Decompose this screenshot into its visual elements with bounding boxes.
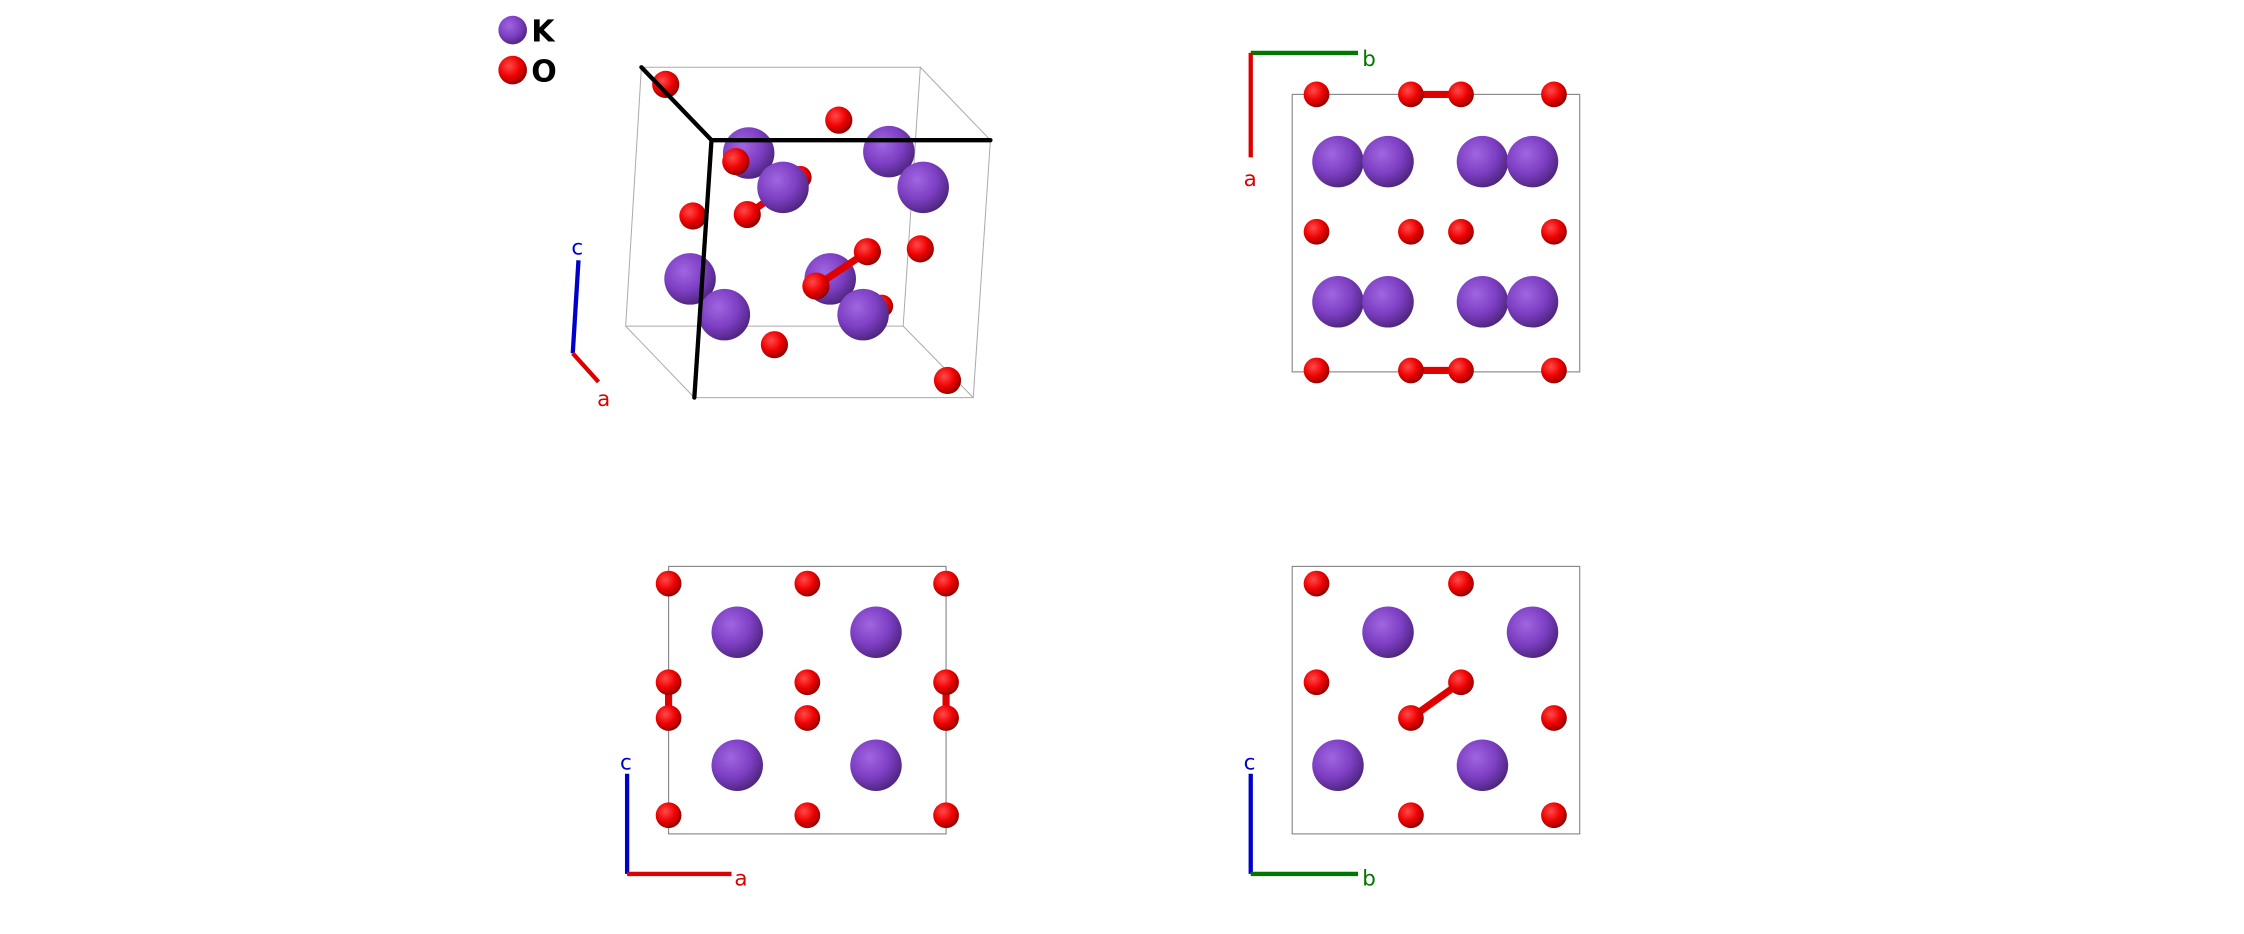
oxygen-atom xyxy=(733,200,761,229)
oxygen-atom xyxy=(1398,218,1424,245)
oxygen-atom xyxy=(802,272,830,300)
oxygen-atom xyxy=(933,705,959,731)
oxygen-atom xyxy=(679,202,707,230)
potassium-atom xyxy=(1362,135,1414,188)
oxygen-atom xyxy=(1398,81,1424,108)
potassium-atom xyxy=(897,161,949,214)
oxygen-atom xyxy=(1541,802,1567,829)
unit-cell-back-face xyxy=(625,66,921,327)
oxygen-atom xyxy=(1398,705,1424,731)
oxygen-atom xyxy=(1541,218,1567,245)
unit-cell-edge xyxy=(919,66,991,141)
axis-a-label: a xyxy=(1244,167,1257,192)
axis-a-label: a xyxy=(597,387,610,412)
potassium-atom xyxy=(1456,135,1509,188)
oxygen-atom xyxy=(794,705,821,731)
panel-view-along-a: c b xyxy=(1244,565,1581,891)
oxygen-atom xyxy=(933,669,959,696)
potassium-atom xyxy=(698,288,751,341)
oxygen-atom xyxy=(794,669,821,696)
oxygen-atom xyxy=(1448,357,1474,384)
oxygen-atom xyxy=(655,570,682,597)
oxygen-atom xyxy=(794,802,821,829)
legend-o-swatch xyxy=(498,55,527,85)
potassium-atom xyxy=(1456,276,1509,328)
potassium-atom xyxy=(1506,135,1559,188)
oxygen-atom xyxy=(655,802,682,829)
potassium-atom xyxy=(1312,739,1364,791)
oxygen-atom xyxy=(1303,669,1330,696)
oxygen-atom xyxy=(655,669,682,696)
axis-b-label: b xyxy=(1362,47,1376,72)
axis-c-label: c xyxy=(1244,751,1256,776)
potassium-atom xyxy=(1362,276,1414,328)
oxygen-atom xyxy=(655,705,682,731)
oxygen-atom xyxy=(933,802,959,829)
legend-o-label: O xyxy=(531,55,557,90)
oxygen-atom xyxy=(652,70,680,98)
unit-cell-edge xyxy=(902,325,974,398)
oxygen-atom xyxy=(760,331,789,359)
potassium-atom xyxy=(711,606,763,658)
oxygen-atom xyxy=(1541,81,1567,108)
unit-cell-outline xyxy=(1291,565,1581,835)
axis-c-label: c xyxy=(571,236,583,261)
cell-axis-line xyxy=(639,65,714,143)
potassium-atom xyxy=(850,606,902,658)
potassium-atom xyxy=(1312,135,1364,188)
potassium-atom xyxy=(1456,739,1509,791)
panel-view-along-c: b a xyxy=(1244,47,1581,384)
potassium-atom xyxy=(850,739,902,791)
oxygen-atom xyxy=(1398,357,1424,384)
legend-k-swatch xyxy=(498,15,527,45)
oxygen-atom xyxy=(722,148,750,176)
legend: K O xyxy=(498,14,557,90)
panel-view-along-b: c a xyxy=(620,565,959,891)
oxygen-atom xyxy=(1448,218,1474,245)
oxygen-atom xyxy=(933,570,959,597)
axis-c-label: c xyxy=(620,751,632,776)
oxygen-atom xyxy=(1541,705,1567,731)
legend-k-label: K xyxy=(531,14,556,49)
axis-b-label: b xyxy=(1362,866,1376,891)
oxygen-atom xyxy=(933,366,962,395)
unit-cell-edge xyxy=(625,325,695,398)
oxygen-atom xyxy=(1303,357,1330,384)
oxygen-atom xyxy=(853,238,881,266)
potassium-atom xyxy=(1362,606,1414,658)
potassium-atom xyxy=(1506,606,1559,658)
potassium-atom xyxy=(711,739,763,791)
oxygen-atom xyxy=(906,235,934,263)
oxygen-atom xyxy=(1541,357,1567,384)
oxygen-atom xyxy=(1303,218,1330,245)
oxygen-atom xyxy=(1448,669,1474,696)
oxygen-atom xyxy=(1398,802,1424,829)
panel-perspective: c a xyxy=(570,65,993,412)
potassium-atom xyxy=(757,161,809,214)
axis-a-arrow xyxy=(571,351,601,384)
oxygen-atom xyxy=(1448,81,1474,108)
axis-c-arrow xyxy=(570,260,581,354)
potassium-atom xyxy=(1506,276,1559,328)
cell-axis-line xyxy=(692,138,714,400)
oxygen-atom xyxy=(1303,81,1330,108)
potassium-atom xyxy=(837,288,889,341)
axis-a-label: a xyxy=(734,866,747,891)
potassium-atom xyxy=(1312,276,1364,328)
oxygen-atom xyxy=(794,570,821,597)
oxygen-atom xyxy=(1448,570,1474,597)
oxygen-atom xyxy=(1303,570,1330,597)
unit-cell-outline xyxy=(668,565,947,835)
oxygen-atom xyxy=(825,106,853,134)
